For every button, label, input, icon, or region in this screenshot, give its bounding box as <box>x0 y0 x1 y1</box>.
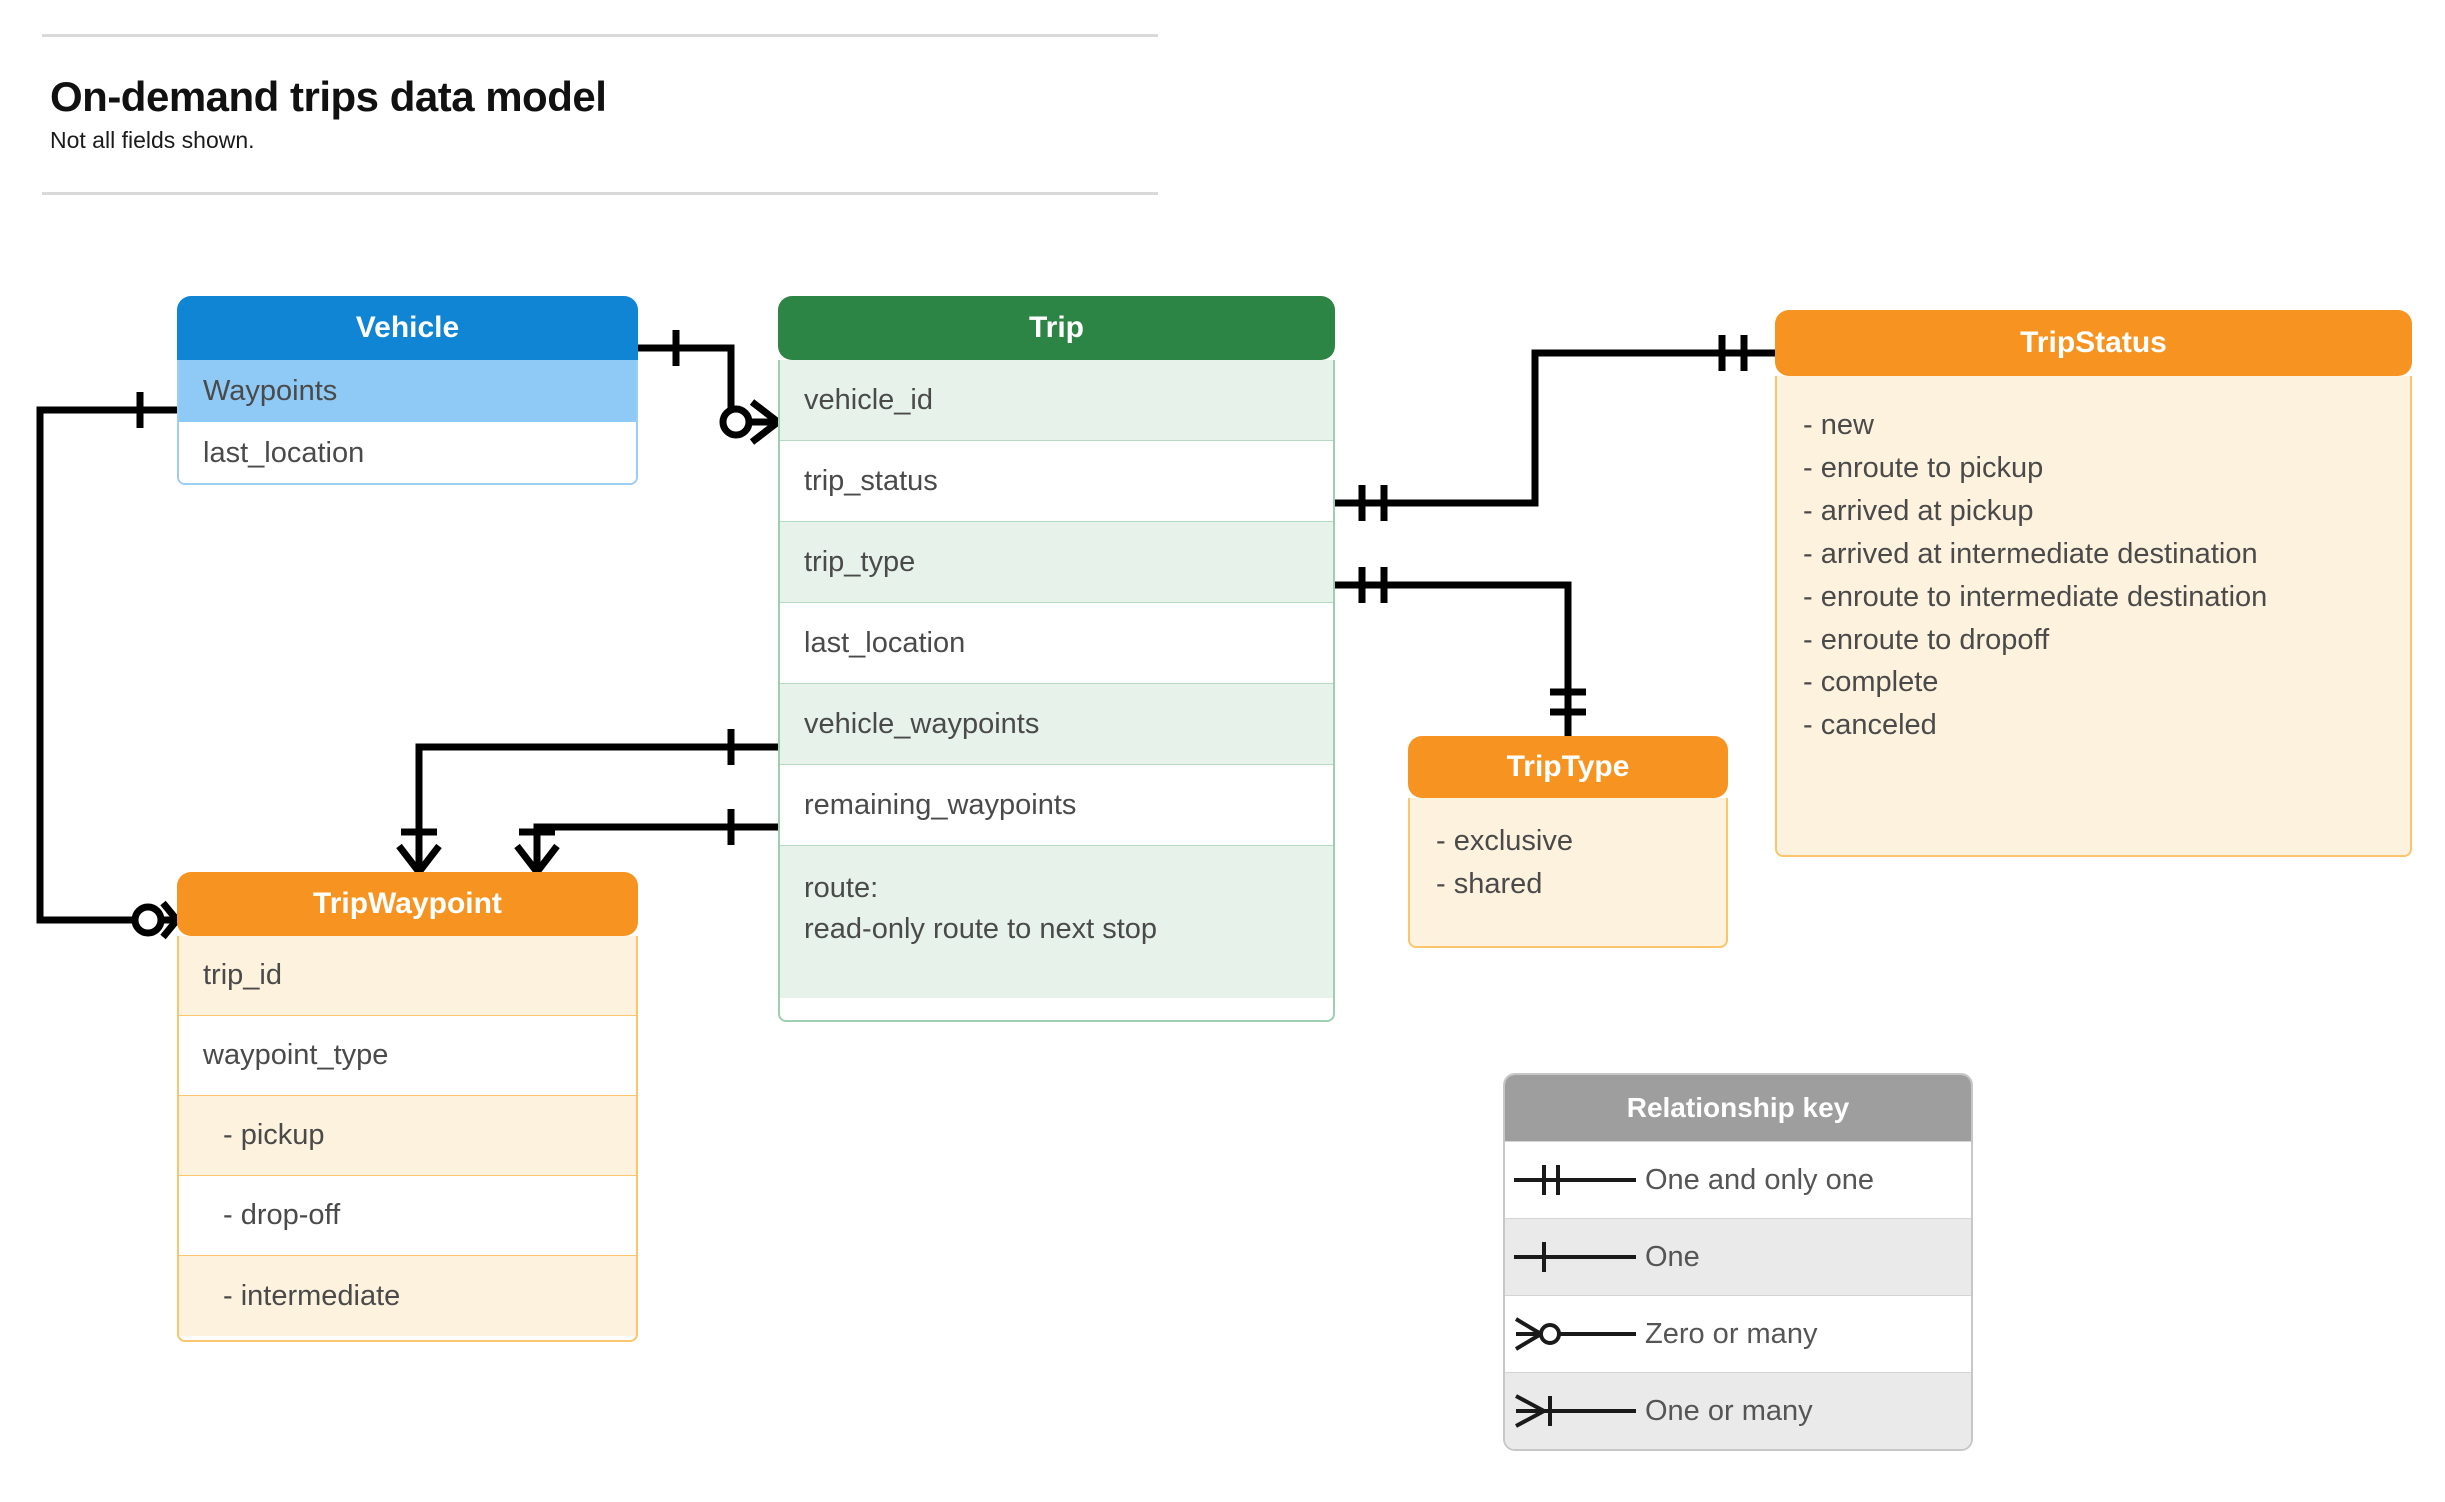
entity-tripstatus[interactable]: TripStatus <box>1775 310 2412 376</box>
connector-remaining-waypoints-to-tripwaypoint <box>514 809 778 875</box>
entity-tripwaypoint-title: TripWaypoint <box>177 872 638 936</box>
entity-tripstatus-values: - new - enroute to pickup - arrived at p… <box>1775 376 2412 857</box>
legend-title: Relationship key <box>1505 1075 1971 1141</box>
page-title: On-demand trips data model <box>50 73 607 120</box>
connector-trip-status-to-tripstatus <box>1335 335 1775 521</box>
header-rule-bottom <box>42 192 1158 196</box>
field-row[interactable]: last_location <box>780 603 1333 684</box>
legend-row-one-or-many: One or many <box>1505 1372 1971 1449</box>
field-row[interactable]: remaining_waypoints <box>780 765 1333 846</box>
field-row[interactable]: trip_id <box>179 936 636 1016</box>
legend-label: One <box>1645 1240 1700 1273</box>
field-row[interactable]: last_location <box>179 422 636 483</box>
entity-tripstatus-title: TripStatus <box>1775 310 2412 376</box>
legend-row-one-and-only-one: One and only one <box>1505 1141 1971 1218</box>
entity-trip-title: Trip <box>778 296 1335 360</box>
legend-row-zero-or-many: Zero or many <box>1505 1295 1971 1372</box>
entity-triptype-values: - exclusive - shared <box>1408 798 1728 948</box>
relationship-key-legend: Relationship key One and only one One <box>1503 1073 1973 1451</box>
entity-trip-fields: vehicle_id trip_status trip_type last_lo… <box>778 360 1335 1022</box>
enum-value: - enroute to pickup <box>1803 451 2044 484</box>
enum-value: - exclusive <box>1436 825 1573 857</box>
legend-row-one: One <box>1505 1218 1971 1295</box>
field-row[interactable]: vehicle_waypoints <box>780 684 1333 765</box>
zero-or-many-icon <box>1505 1312 1645 1356</box>
entity-vehicle-title: Vehicle <box>177 296 638 360</box>
entity-trip[interactable]: Trip <box>778 296 1335 360</box>
field-row[interactable]: trip_status <box>780 441 1333 522</box>
entity-tripwaypoint[interactable]: TripWaypoint <box>177 872 638 936</box>
field-row-enum[interactable]: - pickup <box>179 1096 636 1176</box>
one-icon <box>1505 1235 1645 1279</box>
connector-trip-type-to-triptype <box>1335 567 1586 736</box>
one-or-many-icon <box>1505 1389 1645 1433</box>
field-row[interactable]: vehicle_id <box>780 360 1333 441</box>
field-row-route[interactable]: route: read-only route to next stop <box>780 846 1333 998</box>
enum-value: - enroute to dropoff <box>1803 623 2050 656</box>
connector-vehicle-to-trip <box>638 330 781 445</box>
route-label: route: <box>804 872 879 904</box>
field-row[interactable]: trip_type <box>780 522 1333 603</box>
page-subtitle: Not all fields shown. <box>50 127 255 154</box>
field-row[interactable]: waypoint_type <box>179 1016 636 1096</box>
enum-value: - canceled <box>1803 709 1937 742</box>
field-row[interactable]: Waypoints <box>179 360 636 422</box>
one-and-only-one-icon <box>1505 1158 1645 1202</box>
enum-value: - arrived at intermediate destination <box>1803 537 2258 570</box>
connector-vehicle-waypoints-to-tripwaypoint <box>36 392 180 940</box>
legend-label: One and only one <box>1645 1163 1874 1196</box>
entity-tripwaypoint-fields: trip_id waypoint_type - pickup - drop-of… <box>177 936 638 1342</box>
page-header: On-demand trips data model Not all field… <box>42 34 1158 196</box>
connector-vehicle-waypoints-field-to-tripwaypoint <box>396 729 778 875</box>
entity-triptype-title: TripType <box>1408 736 1728 798</box>
entity-vehicle[interactable]: Vehicle <box>177 296 638 400</box>
enum-value: - complete <box>1803 666 1939 699</box>
entity-triptype[interactable]: TripType <box>1408 736 1728 798</box>
enum-value: - new <box>1803 409 1874 441</box>
enum-value: - arrived at pickup <box>1803 494 2034 527</box>
field-row-enum[interactable]: - intermediate <box>179 1256 636 1336</box>
field-row-enum[interactable]: - drop-off <box>179 1176 636 1256</box>
enum-value: - shared <box>1436 867 1543 900</box>
header-rule-top <box>42 34 1158 37</box>
entity-vehicle-fields: Waypoints last_location <box>177 360 638 485</box>
enum-value: - enroute to intermediate destination <box>1803 580 2268 613</box>
legend-label: Zero or many <box>1645 1317 1818 1350</box>
legend-label: One or many <box>1645 1394 1813 1427</box>
route-description: read-only route to next stop <box>804 913 1158 946</box>
